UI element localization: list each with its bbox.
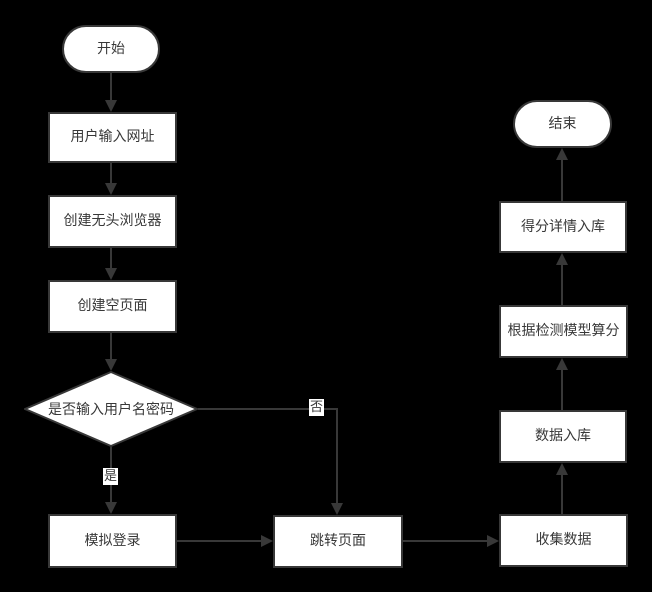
node-model-score[interactable]: 根据检测模型算分 [499, 305, 628, 358]
edge-label-no: 否 [309, 399, 325, 416]
edge-collect-to-store [561, 475, 563, 514]
arrowhead-down-icon [105, 359, 117, 371]
arrowhead-up-icon [556, 253, 568, 265]
arrowhead-right-icon [487, 535, 499, 547]
edge-login-to-jump [177, 540, 261, 542]
node-start[interactable]: 开始 [62, 25, 160, 73]
arrowhead-up-icon [556, 358, 568, 370]
edge-page-to-decision [110, 333, 112, 359]
node-simulate-login[interactable]: 模拟登录 [48, 514, 177, 568]
node-decision-username-password[interactable]: 是否输入用户名密码 [24, 371, 198, 447]
edge-label-yes: 是 [103, 468, 119, 485]
edge-jump-to-collect [403, 540, 487, 542]
diamond-shape [24, 371, 198, 447]
arrowhead-up-icon [556, 463, 568, 475]
edge-browser-to-page [110, 248, 112, 268]
arrowhead-down-icon [105, 183, 117, 195]
decision-label: 是否输入用户名密码 [48, 402, 174, 418]
edge-detail-to-end [561, 160, 563, 201]
node-create-headless-browser[interactable]: 创建无头浏览器 [48, 195, 177, 248]
edge-decision-no-horizontal [198, 408, 338, 410]
arrowhead-down-icon [331, 503, 343, 515]
node-end[interactable]: 结束 [513, 100, 612, 148]
node-collect-data[interactable]: 收集数据 [499, 514, 628, 567]
arrowhead-up-icon [556, 148, 568, 160]
node-create-empty-page[interactable]: 创建空页面 [48, 280, 177, 333]
node-jump-page[interactable]: 跳转页面 [273, 515, 403, 568]
arrowhead-right-icon [261, 535, 273, 547]
edge-score-to-detail [561, 265, 563, 305]
edge-start-to-input [110, 73, 112, 100]
edge-decision-no-vertical [336, 408, 338, 503]
edge-store-to-score [561, 370, 563, 410]
node-input-url[interactable]: 用户输入网址 [48, 112, 177, 163]
arrowhead-down-icon [105, 100, 117, 112]
edge-input-to-browser [110, 163, 112, 183]
node-data-store[interactable]: 数据入库 [499, 410, 627, 463]
arrowhead-down-icon [105, 502, 117, 514]
arrowhead-down-icon [105, 268, 117, 280]
node-score-detail-store[interactable]: 得分详情入库 [499, 201, 627, 253]
